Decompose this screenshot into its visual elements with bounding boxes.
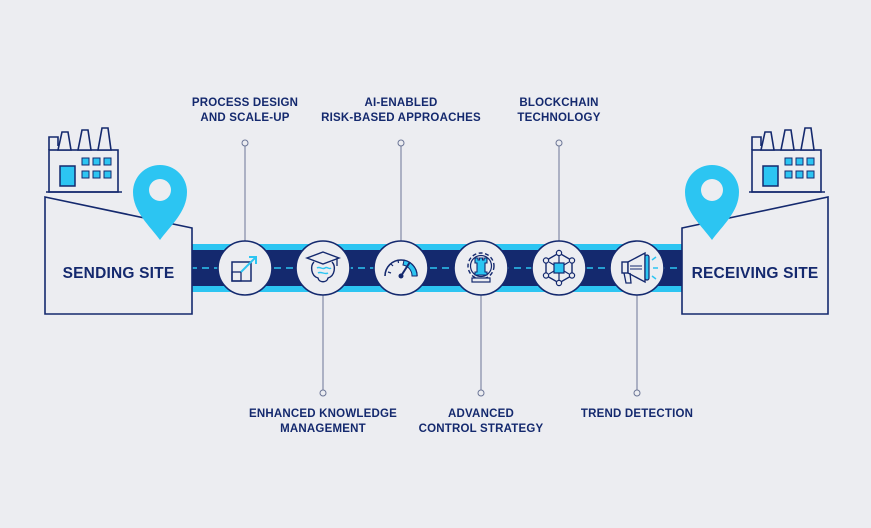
sending-location-pin-icon <box>133 165 187 240</box>
connector-lines <box>241 139 641 397</box>
graduate-brain-icon <box>305 251 341 283</box>
pipeline-band <box>190 244 684 292</box>
receiving-location-pin-icon <box>685 165 739 240</box>
step-label-trend-detection: TREND DETECTION <box>580 408 694 420</box>
blockchain-network-icon <box>542 249 576 287</box>
sending-factory-icon <box>46 127 122 193</box>
step-node-control-strategy <box>453 240 509 296</box>
step-node-risk-based <box>373 240 429 296</box>
receiving-site-title: RECEIVING SITE <box>691 265 819 282</box>
megaphone-icon <box>621 251 658 284</box>
sending-site-title: SENDING SITE <box>62 265 175 282</box>
scale-up-arrow-icon <box>231 256 257 282</box>
gear-chess-rook-icon <box>467 252 495 283</box>
step-node-knowledge-management <box>295 240 351 296</box>
receiving-factory-icon <box>749 127 825 193</box>
step-node-trend-detection <box>609 240 665 296</box>
step-node-blockchain <box>531 240 587 296</box>
step-node-process-design <box>217 240 273 296</box>
gauge-icon <box>384 259 418 279</box>
